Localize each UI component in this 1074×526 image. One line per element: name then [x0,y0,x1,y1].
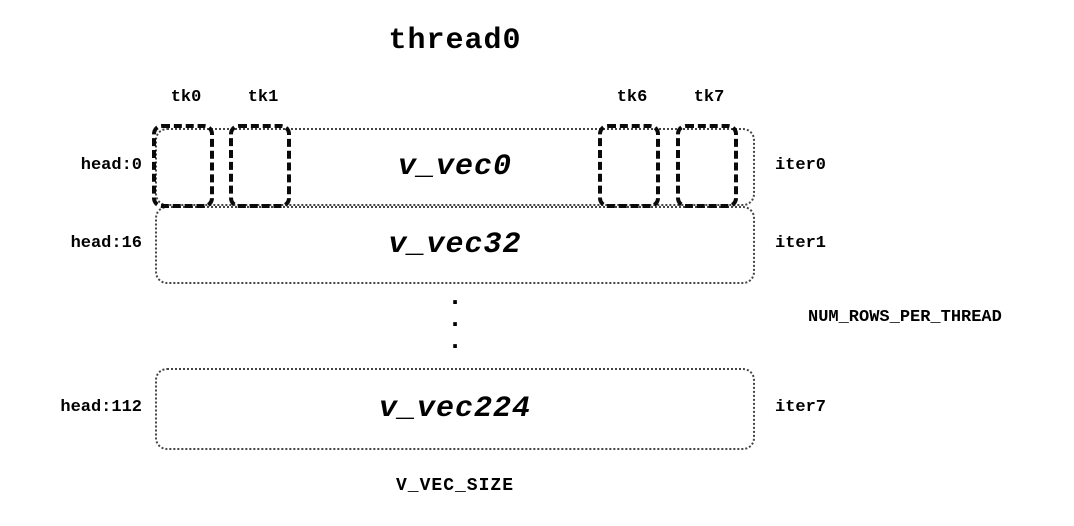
num-rows-per-thread-label: NUM_ROWS_PER_THREAD [808,308,1002,327]
vvec-box-iter7: v_vec224 [155,368,755,450]
v-vec-size-label: V_VEC_SIZE [395,476,515,496]
iter-label-7: iter7 [775,398,827,417]
vertical-ellipsis: . . . [447,282,463,357]
tk-box-7 [676,124,738,208]
vvec-label-iter1: v_vec32 [388,228,522,262]
head-label-iter0: head:0 [80,156,142,175]
vvec-label-iter7: v_vec224 [378,392,532,426]
vvec-box-iter0: v_vec0 [155,128,755,206]
tk-label-0: tk0 [170,88,202,107]
iter-label-0: iter0 [775,156,827,175]
tk-box-1 [229,124,291,208]
tk-label-6: tk6 [616,88,648,107]
iter-label-1: iter1 [775,234,827,253]
tk-label-1: tk1 [247,88,279,107]
head-label-iter7: head:112 [60,398,142,417]
tk-box-6 [598,124,660,208]
vvec-label-iter0: v_vec0 [397,150,513,184]
diagram-title: thread0 [388,24,522,58]
vvec-box-iter1: v_vec32 [155,206,755,284]
tk-box-0 [152,124,214,208]
tk-label-7: tk7 [693,88,725,107]
head-label-iter1: head:16 [70,234,142,253]
